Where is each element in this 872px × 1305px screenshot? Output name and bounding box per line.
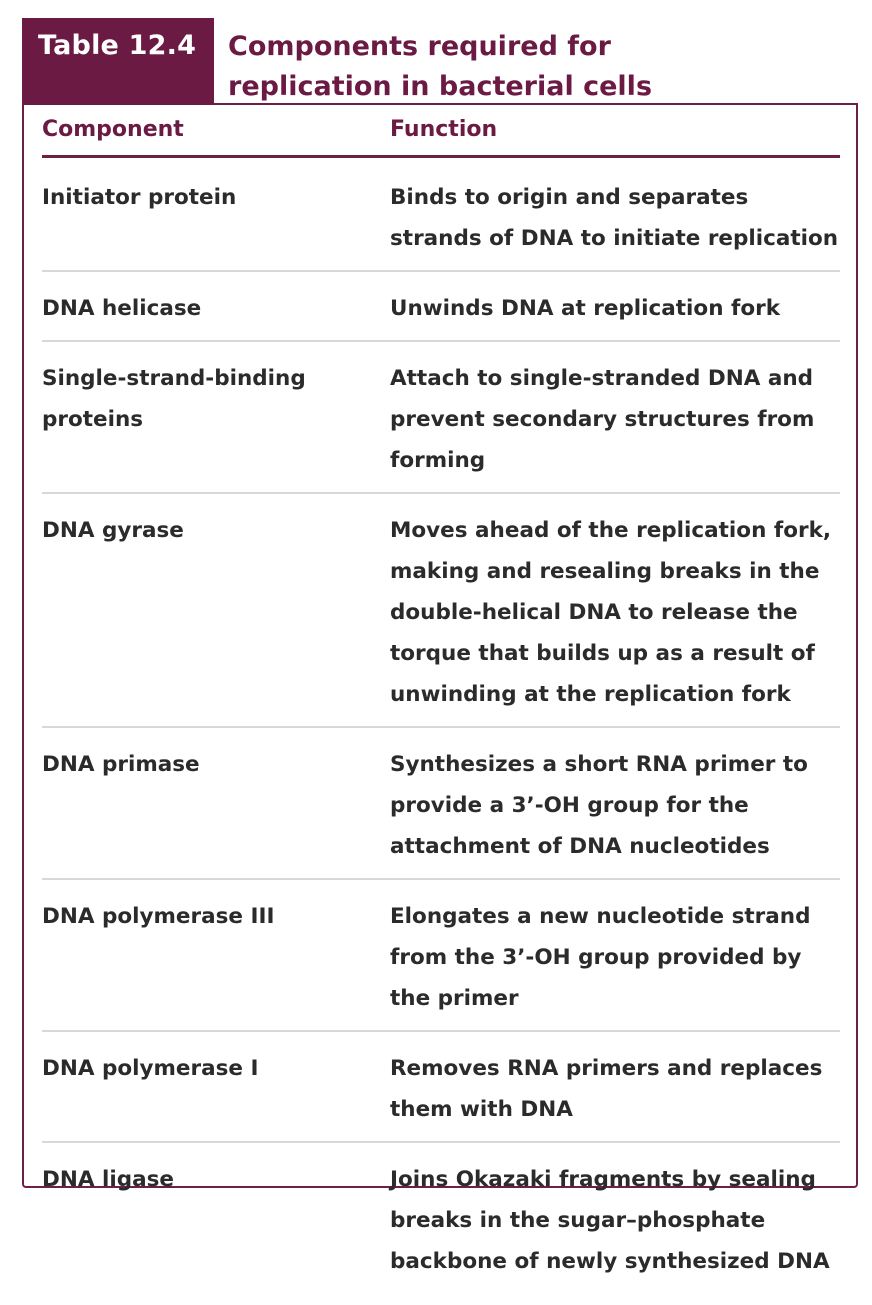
component-cell: DNA ligase [42,1159,390,1282]
component-cell: DNA primase [42,744,390,867]
table-title-line-2: replication in bacterial cells [228,71,653,102]
table-row: DNA gyrase Moves ahead of the replication… [42,506,840,728]
function-line: Attach to single-stranded DNA and [390,366,814,391]
component-cell: Single-strand-binding proteins [42,358,390,481]
function-line: Removes RNA primers and replaces [390,1056,823,1081]
table-number: Table 12.4 [38,30,197,61]
function-cell: Elongates a new nucleotide strand from th… [390,896,840,1019]
function-line: Binds to origin and separates [390,185,749,210]
component-line: proteins [42,407,144,432]
component-line: DNA polymerase I [42,1056,259,1081]
function-line: from the 3’-OH group provided by [390,945,802,970]
component-line: DNA primase [42,752,200,777]
function-cell: Unwinds DNA at replication fork [390,288,840,329]
component-line: DNA gyrase [42,518,184,543]
table-caption: Components required for replication in b… [228,27,848,107]
table-frame [22,103,858,1188]
component-cell: DNA polymerase I [42,1048,390,1130]
table-row: DNA primase Synthesizes a short RNA prime… [42,740,840,880]
function-cell: Joins Okazaki fragments by sealing breaks… [390,1159,840,1282]
table-title-line-1: Components required for [228,31,611,62]
function-line: Moves ahead of the replication fork, [390,518,832,543]
function-line: Elongates a new nucleotide strand [390,904,811,929]
function-line: unwinding at the replication fork [390,682,791,707]
function-line: backbone of newly synthesized DNA [390,1249,830,1274]
table-row: DNA polymerase I Removes RNA primers and … [42,1044,840,1143]
function-line: forming [390,448,486,473]
component-cell: DNA gyrase [42,510,390,715]
column-header-component: Component [42,117,184,142]
component-line: DNA ligase [42,1167,174,1192]
function-line: double-helical DNA to release the [390,600,798,625]
function-cell: Moves ahead of the replication fork, maki… [390,510,840,715]
function-line: the primer [390,986,519,1011]
table-row: DNA helicase Unwinds DNA at replication f… [42,284,840,342]
component-cell: DNA helicase [42,288,390,329]
component-line: DNA helicase [42,296,202,321]
function-line: Joins Okazaki fragments by sealing [390,1167,816,1192]
function-cell: Synthesizes a short RNA primer to provide… [390,744,840,867]
function-line: strands of DNA to initiate replication [390,226,839,251]
function-line: making and resealing breaks in the [390,559,820,584]
component-line: DNA polymerase III [42,904,275,929]
table-body: Initiator protein Binds to origin and sep… [42,173,840,1305]
function-line: them with DNA [390,1097,573,1122]
function-cell: Binds to origin and separates strands of … [390,177,840,259]
table-number-badge: Table 12.4 [22,18,214,105]
function-line: Synthesizes a short RNA primer to [390,752,808,777]
function-cell: Attach to single-stranded DNA and prevent… [390,358,840,481]
component-line: Single-strand-binding [42,366,306,391]
function-line: attachment of DNA nucleotides [390,834,770,859]
table-row: Initiator protein Binds to origin and sep… [42,173,840,272]
column-header-function: Function [390,117,498,142]
function-line: prevent secondary structures from [390,407,815,432]
component-line: Initiator protein [42,185,237,210]
component-cell: DNA polymerase III [42,896,390,1019]
table-row: DNA polymerase III Elongates a new nucleo… [42,892,840,1032]
component-cell: Initiator protein [42,177,390,259]
function-line: breaks in the sugar–phosphate [390,1208,766,1233]
function-line: provide a 3’-OH group for the [390,793,749,818]
table-row: DNA ligase Joins Okazaki fragments by sea… [42,1155,840,1293]
table-row: Single-strand-binding proteins Attach to s… [42,354,840,494]
header-divider [42,155,840,158]
function-line: Unwinds DNA at replication fork [390,296,781,321]
function-line: torque that builds up as a result of [390,641,815,666]
function-cell: Removes RNA primers and replaces them wit… [390,1048,840,1130]
